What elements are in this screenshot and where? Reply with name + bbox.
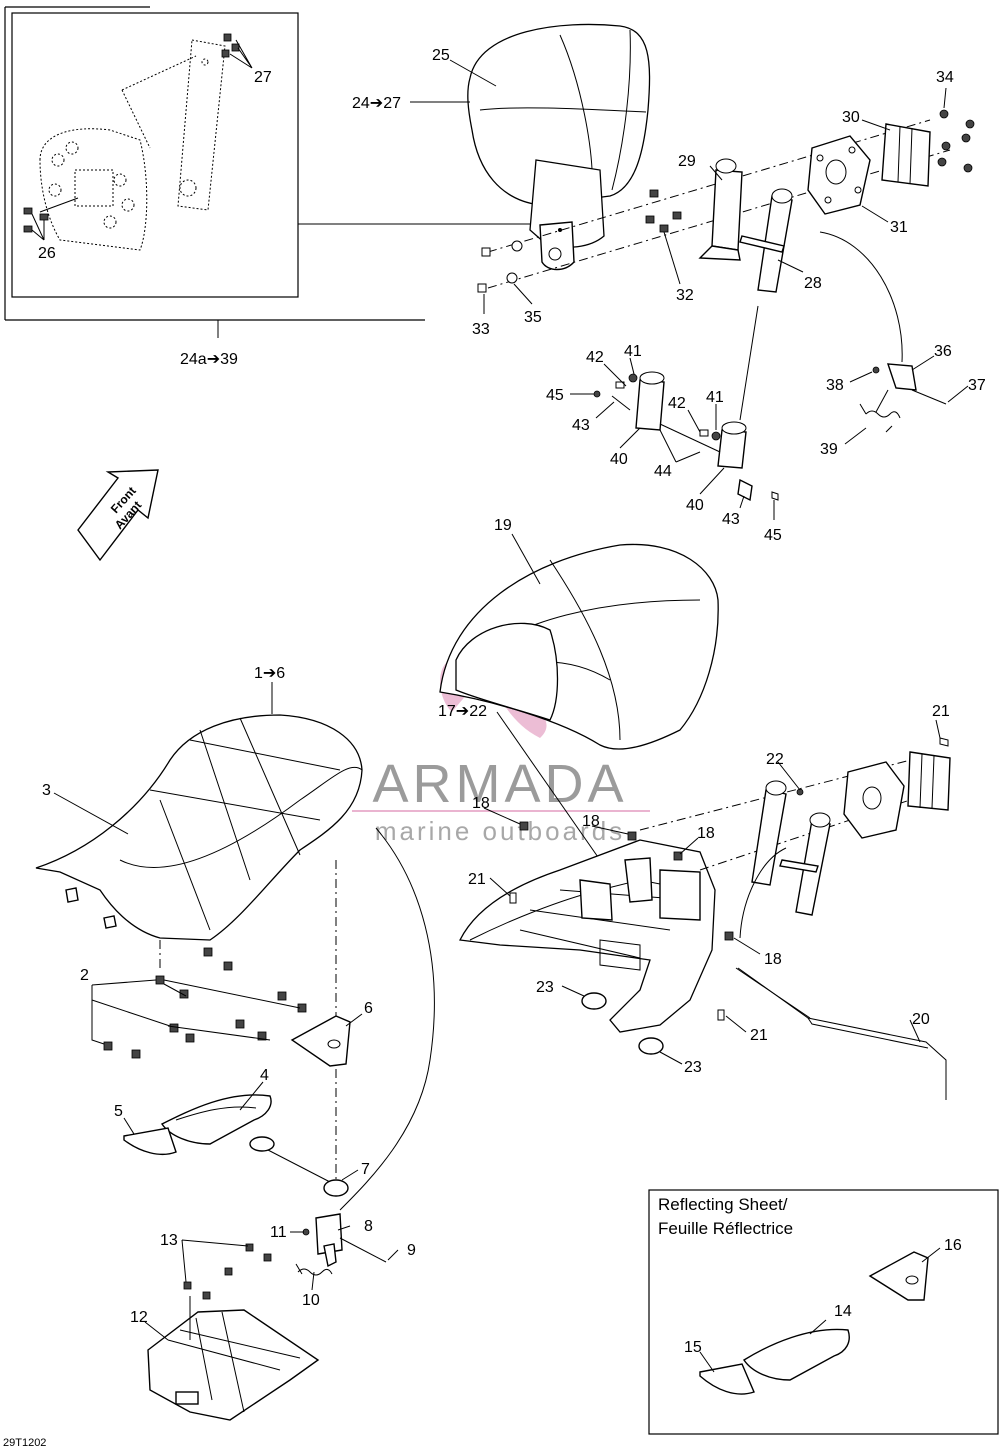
callout-31: 31 [890, 219, 908, 236]
callout-35: 35 [524, 309, 542, 326]
callout-23-a: 23 [536, 979, 554, 996]
inset-title-line2: Feuille Réflectrice [658, 1219, 793, 1238]
callout-28: 28 [804, 275, 822, 292]
inset-title-line1: Reflecting Sheet/ [658, 1195, 788, 1214]
document-code: 29T1202 [3, 1437, 46, 1449]
callout-16: 16 [944, 1237, 962, 1254]
callout-11: 11 [270, 1224, 287, 1241]
backrest-inset [4, 6, 530, 338]
callout-24a-39: 24a➔39 [180, 351, 238, 368]
backrest-25 [467, 23, 651, 271]
driver-seat-3 [35, 714, 435, 1211]
seat-shields [123, 1015, 351, 1197]
callout-19: 19 [494, 517, 512, 534]
seat-base [459, 711, 951, 1100]
callout-2: 2 [80, 967, 89, 984]
callout-13: 13 [160, 1232, 178, 1249]
callout-43-b: 43 [722, 511, 740, 528]
inset-panel-box [648, 1189, 999, 1435]
callout-44: 44 [654, 463, 672, 480]
callout-45-a: 45 [546, 387, 564, 404]
callout-43-a: 43 [572, 417, 590, 434]
callout-32: 32 [676, 287, 694, 304]
callout-39: 39 [820, 441, 838, 458]
callout-4: 4 [260, 1067, 269, 1084]
callout-leaders [31, 39, 969, 1373]
callout-38: 38 [826, 377, 844, 394]
callout-18-a: 18 [472, 795, 490, 812]
reflecting-sheet-inset: Reflecting Sheet/ Feuille Réflectrice [648, 1189, 999, 1435]
callout-6: 6 [364, 1000, 373, 1017]
callout-12: 12 [130, 1309, 148, 1326]
seat-pins-2 [103, 947, 307, 1059]
callout-3: 3 [42, 782, 51, 799]
callout-5: 5 [114, 1103, 123, 1120]
callout-1-6: 1➔6 [254, 665, 285, 682]
callout-33: 33 [472, 321, 490, 338]
callout-36: 36 [934, 343, 952, 360]
callout-7: 7 [361, 1161, 370, 1178]
callout-30: 30 [842, 109, 860, 126]
callout-22: 22 [766, 751, 784, 768]
watermark-brand: ARMADA [372, 754, 627, 814]
watermark-tagline: marine outboards [375, 816, 625, 846]
callout-25: 25 [432, 47, 450, 64]
front-direction-arrow: Front Avant [77, 469, 159, 562]
inset-box [11, 12, 299, 298]
callout-41-b: 41 [706, 389, 724, 406]
backrest-hardware [477, 109, 975, 433]
callout-15: 15 [684, 1339, 702, 1356]
backrest-posts [593, 305, 779, 502]
callout-29: 29 [678, 153, 696, 170]
callout-45-b: 45 [764, 527, 782, 544]
callout-8: 8 [364, 1218, 373, 1235]
callout-21-b: 21 [468, 871, 486, 888]
callout-34: 34 [936, 69, 954, 86]
callout-labels: 1➔6 2 3 4 5 6 7 8 9 10 11 12 13 14 15 16… [38, 47, 986, 1356]
callout-42-b: 42 [668, 395, 686, 412]
callout-42-a: 42 [586, 349, 604, 366]
callout-37: 37 [968, 377, 986, 394]
seat-latch [147, 1213, 387, 1421]
callout-18-d: 18 [764, 951, 782, 968]
callout-20: 20 [912, 1011, 930, 1028]
callout-14: 14 [834, 1303, 852, 1320]
callout-26: 26 [38, 245, 56, 262]
callout-21-c: 21 [750, 1027, 768, 1044]
callout-27: 27 [254, 69, 272, 86]
callout-21-a: 21 [932, 703, 950, 720]
passenger-seat-19 [439, 543, 719, 750]
callout-40-b: 40 [686, 497, 704, 514]
callout-18-b: 18 [582, 813, 600, 830]
callout-40-a: 40 [610, 451, 628, 468]
callout-18-c: 18 [697, 825, 715, 842]
callout-17-22: 17➔22 [438, 703, 487, 720]
callout-23-b: 23 [684, 1059, 702, 1076]
callout-41-a: 41 [624, 343, 642, 360]
callout-10: 10 [302, 1292, 320, 1309]
callout-24-27: 24➔27 [352, 95, 401, 112]
callout-9: 9 [407, 1242, 416, 1259]
